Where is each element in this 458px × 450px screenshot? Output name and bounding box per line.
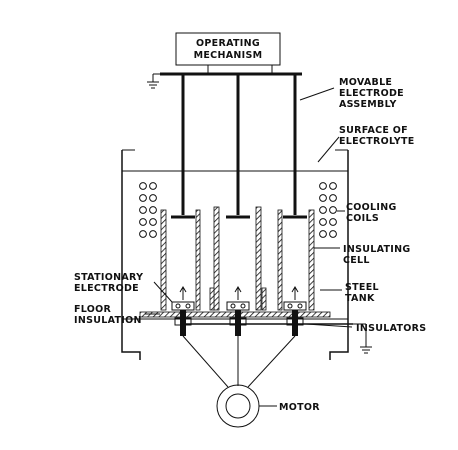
insulators-label: INSULATORS [356, 323, 426, 334]
cooling-coils-right [319, 182, 337, 238]
operating-mechanism-label-2: MECHANISM [194, 50, 263, 61]
label-insulators: INSULATORS [356, 323, 426, 334]
floor-insulation-label-2: INSULATION [74, 315, 142, 326]
flow-arrows [179, 286, 299, 300]
movable-electrode-label-2: ELECTRODE [339, 88, 404, 99]
label-cooling-coils: COOLING COILS [346, 202, 397, 224]
label-stationary-electrode: STATIONARY ELECTRODE [74, 272, 143, 294]
label-insulating-cell: INSULATING CELL [343, 244, 410, 266]
label-surface-of-electrolyte: SURFACE OF ELECTROLYTE [339, 125, 415, 147]
motor-drive-lines [182, 335, 296, 388]
steel-tank [121, 149, 349, 360]
motor [216, 384, 277, 428]
steel-tank-label-2: TANK [345, 293, 375, 304]
insulating-cell-walls [160, 206, 315, 311]
floor-insulation-label-1: FLOOR [74, 304, 112, 315]
leader-lines [145, 87, 353, 328]
label-motor: MOTOR [279, 402, 320, 413]
cooling-coils-left [139, 182, 157, 238]
label-steel-tank: STEEL TANK [345, 282, 379, 304]
stationary-electrode-label-2: ELECTRODE [74, 283, 139, 294]
insulator-assembly-3 [283, 301, 307, 336]
stationary-electrode-label-1: STATIONARY [74, 272, 143, 283]
movable-electrode-label-3: ASSEMBLY [339, 99, 397, 110]
insulating-cell-label-2: CELL [343, 255, 370, 266]
steel-tank-label-1: STEEL [345, 282, 379, 293]
bus-bar-and-ground [183, 323, 372, 354]
cooling-coils-label-1: COOLING [346, 202, 397, 213]
surface-label-1: SURFACE OF [339, 125, 408, 136]
insulating-cell-label-1: INSULATING [343, 244, 410, 255]
operating-mechanism: OPERATING MECHANISM [175, 32, 281, 73]
movable-electrode-label-1: MOVABLE [339, 77, 392, 88]
movable-electrode-assembly [147, 72, 307, 219]
label-floor-insulation: FLOOR INSULATION [74, 304, 142, 326]
insulator-assembly-1 [171, 301, 195, 336]
insulator-assembly-2 [226, 301, 250, 336]
cooling-coils-label-2: COILS [346, 213, 379, 224]
motor-label: MOTOR [279, 402, 320, 413]
operating-mechanism-label-1: OPERATING [196, 38, 260, 49]
label-movable-electrode: MOVABLE ELECTRODE ASSEMBLY [339, 77, 404, 110]
stationary-electrodes [195, 209, 283, 311]
surface-label-2: ELECTROLYTE [339, 136, 415, 147]
